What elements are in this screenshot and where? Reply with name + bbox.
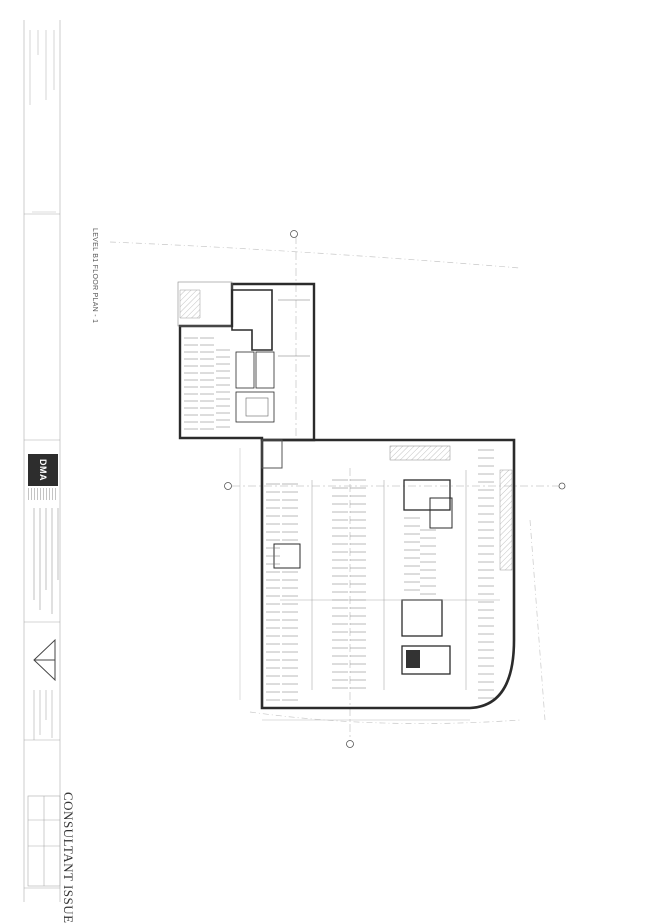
north-arrow-icon xyxy=(33,638,56,682)
firm-logo: DMA xyxy=(28,454,58,486)
grid-bubbles xyxy=(224,230,566,748)
site-boundary xyxy=(109,241,546,724)
issue-table xyxy=(27,795,61,887)
logo-tagline xyxy=(28,488,58,500)
top-notes xyxy=(29,30,56,213)
info-lines-2 xyxy=(33,690,53,740)
firm-info xyxy=(33,508,59,614)
upper-wing xyxy=(177,281,316,442)
drive-aisle-marks xyxy=(280,470,500,690)
upper-parking-stalls xyxy=(184,337,230,430)
main-parking-stalls xyxy=(266,449,494,701)
main-block xyxy=(260,438,516,710)
title-block-lines xyxy=(23,20,61,902)
dimension-string xyxy=(239,448,470,721)
